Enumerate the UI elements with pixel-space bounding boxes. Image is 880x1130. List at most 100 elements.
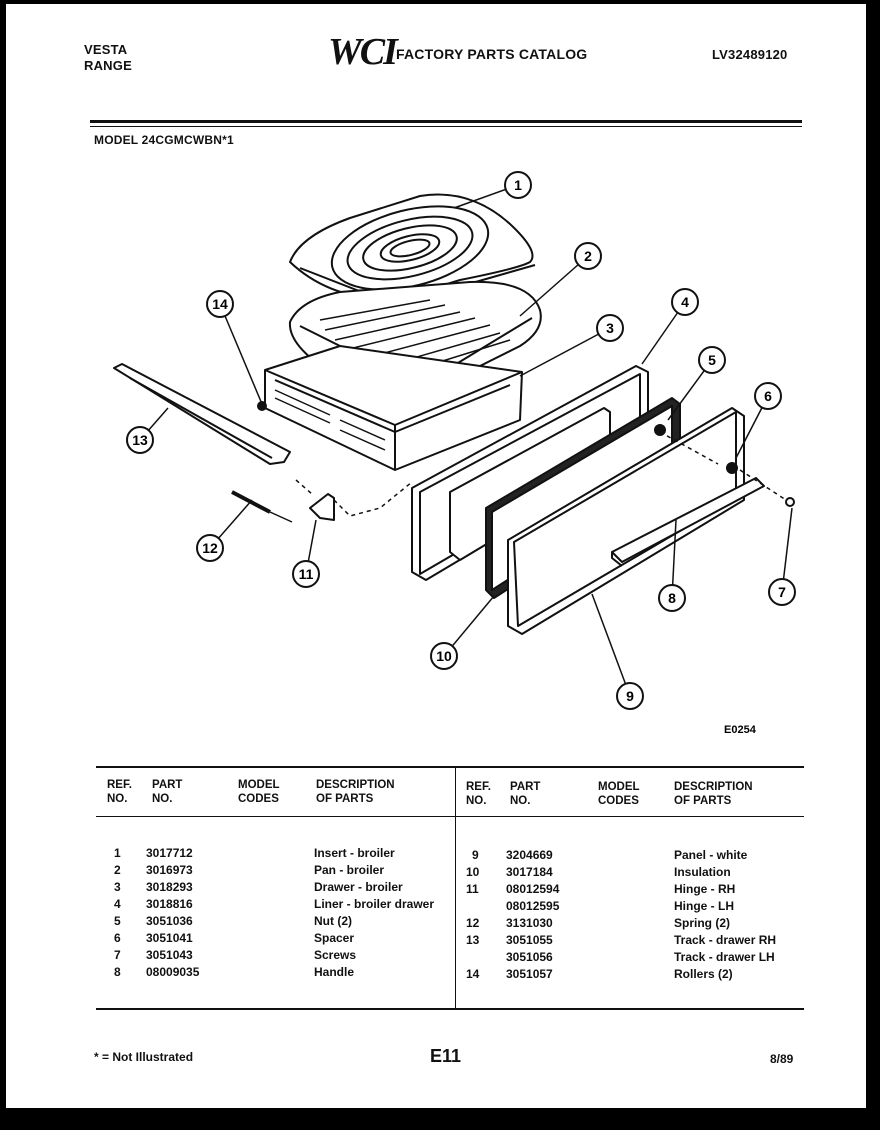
row-desc: Screws: [314, 948, 357, 962]
callout-5: 5: [698, 346, 726, 374]
callout-13: 13: [126, 426, 154, 454]
row-ref: 9: [472, 848, 479, 862]
row-part: 3018293: [146, 880, 193, 894]
row-desc: Pan - broiler: [314, 863, 385, 877]
wci-logo: WCI: [328, 31, 398, 73]
callout-label: 5: [708, 352, 716, 368]
table-header-rule: [96, 816, 804, 817]
row-ref: 4: [114, 897, 121, 911]
callout-label: 8: [668, 590, 676, 606]
row-ref: 2: [114, 863, 121, 877]
callout-label: 14: [212, 296, 228, 312]
callout-9: 9: [616, 682, 644, 710]
row-ref: 11: [466, 882, 479, 896]
row-ref: 1: [114, 846, 121, 860]
row-part: 3051043: [146, 948, 193, 962]
header-rule: [90, 120, 802, 123]
catalog-title: FACTORY PARTS CATALOG: [396, 46, 588, 62]
screw-part: [785, 497, 795, 507]
row-part: 3131030: [506, 916, 553, 930]
callout-12: 12: [196, 534, 224, 562]
spring-part: [231, 490, 293, 523]
row-ref: 10: [466, 865, 480, 879]
callout-label: 4: [681, 294, 689, 310]
row-part: 3051056: [506, 950, 553, 964]
row-ref: 3: [114, 880, 121, 894]
row-ref: 6: [114, 931, 121, 945]
callout-label: 6: [764, 388, 772, 404]
callout-label: 1: [514, 177, 522, 193]
roller-part: [257, 401, 267, 411]
hinge-part: [309, 493, 335, 521]
row-part: 3017184: [506, 865, 553, 879]
row-part: 3018816: [146, 897, 193, 911]
row-desc: Insulation: [674, 865, 731, 879]
row-part: 3204669: [506, 848, 553, 862]
row-desc: Spring (2): [674, 916, 730, 930]
row-desc: Spacer: [314, 931, 355, 945]
row-ref: 7: [114, 948, 121, 962]
brand-name: VESTA: [84, 42, 128, 57]
row-part: 3051057: [506, 967, 553, 981]
product-type: RANGE: [84, 58, 132, 73]
row-part: 08009035: [146, 965, 200, 979]
header-rule-thin: [90, 126, 802, 127]
spacer-part: [726, 462, 738, 474]
figure-code: E0254: [724, 724, 756, 736]
callout-label: 2: [584, 248, 592, 264]
row-desc: Nut (2): [314, 914, 352, 928]
handle-part: [611, 477, 765, 563]
callout-11: 11: [292, 560, 320, 588]
table-bottom-rule: [96, 1008, 804, 1010]
callout-4: 4: [671, 288, 699, 316]
table-column-divider: [455, 768, 456, 1008]
header-ref-right: REF.NO.: [466, 781, 491, 807]
callout-label: 11: [299, 566, 314, 582]
callout-label: 3: [606, 320, 614, 336]
footnote: * = Not Illustrated: [94, 1050, 194, 1064]
callout-2: 2: [574, 242, 602, 270]
callout-label: 9: [626, 688, 634, 704]
row-part: 3051041: [146, 931, 193, 945]
row-part: 08012595: [506, 899, 560, 913]
header-ref-left: REF.NO.: [107, 779, 132, 805]
table-top-rule: [96, 766, 804, 768]
exploded-parts-diagram: 1 2 3 4 5 6 7 8 9 10 11 12 13 14: [113, 171, 796, 710]
row-part: 3017712: [146, 846, 193, 860]
row-part: 3051055: [506, 933, 553, 947]
row-desc: Hinge - RH: [674, 882, 736, 896]
row-desc: Rollers (2): [674, 967, 733, 981]
row-ref: 8: [114, 965, 121, 979]
revision-date: 8/89: [770, 1052, 794, 1066]
callout-14: 14: [206, 290, 234, 318]
callout-6: 6: [754, 382, 782, 410]
callout-1: 1: [504, 171, 532, 199]
callout-7: 7: [768, 578, 796, 606]
row-desc: Drawer - broiler: [314, 880, 403, 894]
row-desc: Hinge - LH: [674, 899, 734, 913]
row-part: 3051036: [146, 914, 193, 928]
model-number: MODEL 24CGMCWBN*1: [94, 133, 234, 147]
row-ref: 13: [466, 933, 480, 947]
callout-8: 8: [658, 584, 686, 612]
callout-10: 10: [430, 642, 458, 670]
drawer-track-part: [113, 363, 291, 465]
row-desc: Insert - broiler: [314, 846, 395, 860]
callout-label: 7: [778, 584, 786, 600]
page-code: E11: [430, 1046, 462, 1066]
callout-label: 13: [132, 432, 148, 448]
row-desc: Panel - white: [674, 848, 748, 862]
callout-3: 3: [596, 314, 624, 342]
callout-label: 10: [436, 648, 452, 664]
row-part: 3016973: [146, 863, 193, 877]
row-desc: Liner - broiler drawer: [314, 897, 435, 911]
row-ref: 14: [466, 967, 480, 981]
row-desc: Track - drawer LH: [674, 950, 775, 964]
row-ref: 5: [114, 914, 121, 928]
